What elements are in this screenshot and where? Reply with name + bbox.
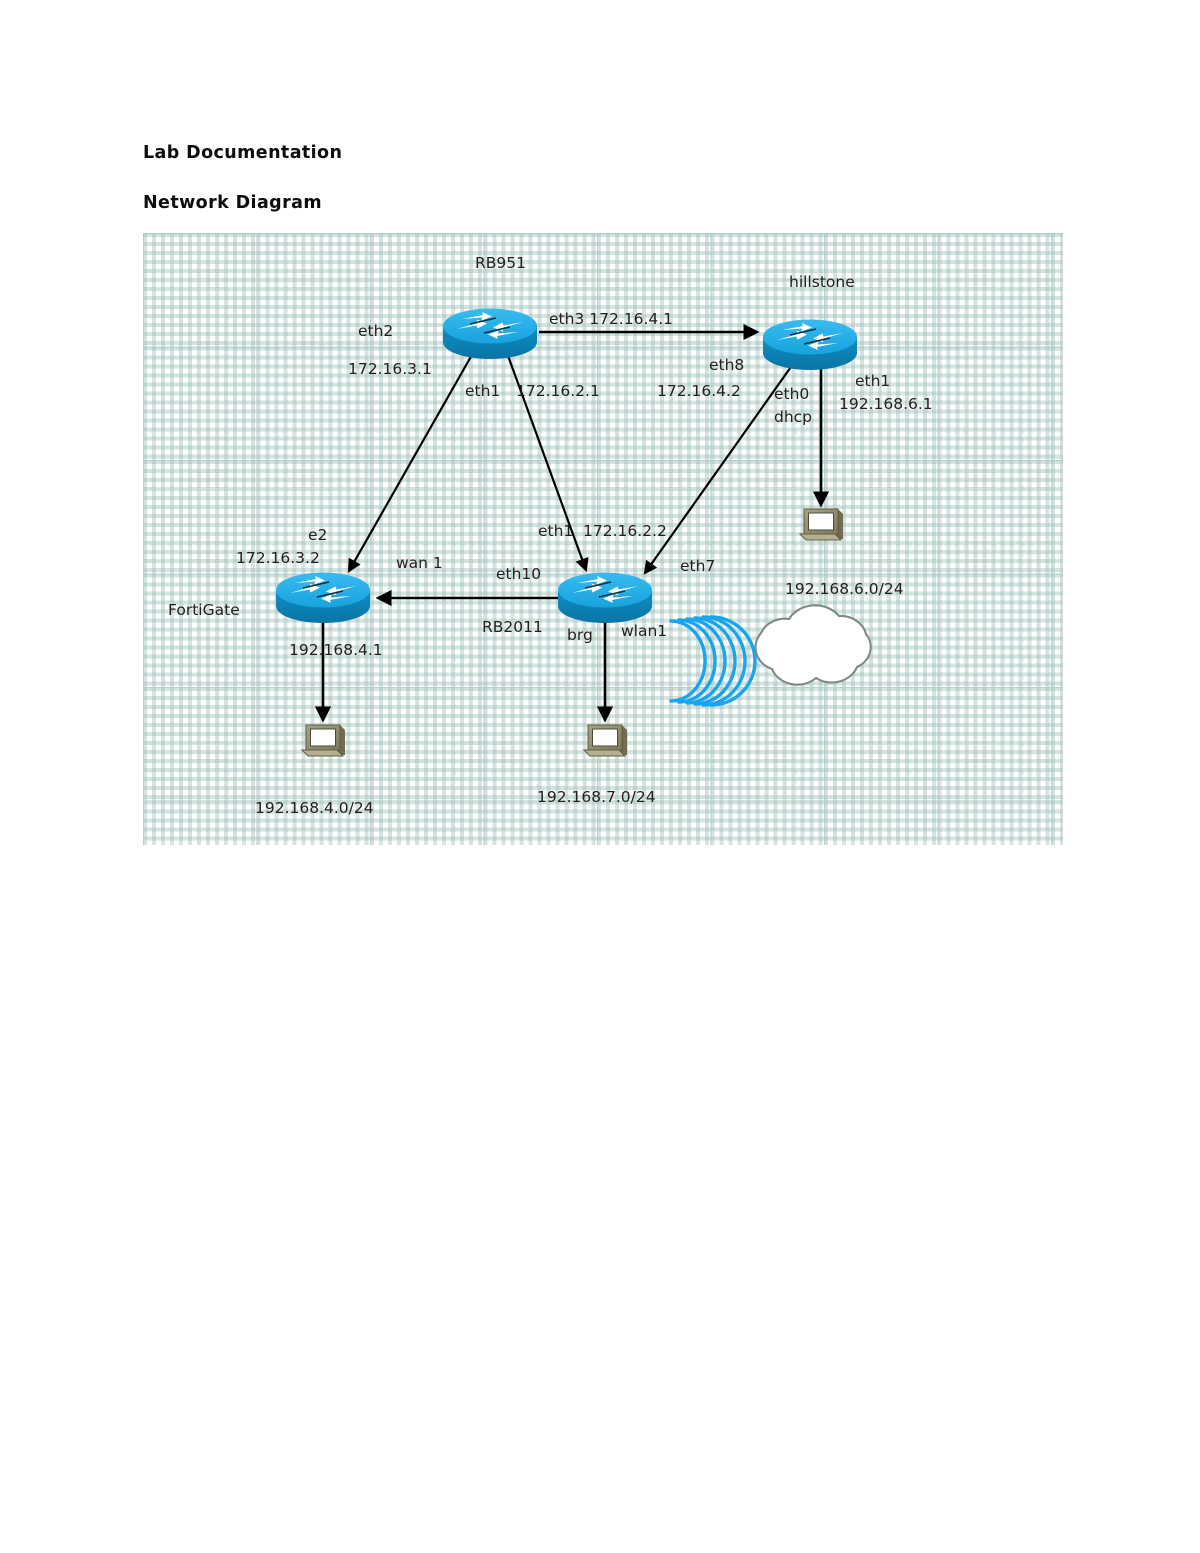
label-rb951-eth2-ip: 172.16.3.1 [348, 360, 432, 378]
label-fortigate-e2-ip: 172.16.3.2 [236, 549, 320, 567]
label-rb2011-brg: brg [567, 626, 593, 644]
network-diagram-canvas: RB951 hillstone eth2 172.16.3.1 eth3 172… [143, 233, 1063, 845]
label-rb2011-name: RB2011 [482, 618, 543, 636]
internet-cloud-icon [754, 604, 872, 686]
page-title: Lab Documentation [143, 143, 343, 163]
device-pc-192-168-4[interactable] [301, 724, 346, 757]
link-rb951-fortigate [347, 352, 474, 573]
label-rb2011-eth1-ip: 172.16.2.2 [583, 522, 667, 540]
label-rb2011-eth10: eth10 [496, 565, 542, 583]
link-hillstone-rb2011 [643, 363, 794, 575]
label-hillstone-eth0-dhcp: dhcp [774, 408, 813, 426]
device-router-rb2011[interactable] [557, 571, 653, 624]
label-rb951-eth1: eth1 [465, 382, 501, 400]
wifi-waves-icon [669, 615, 757, 707]
device-router-hillstone[interactable] [762, 318, 858, 371]
label-fortigate-lan-ip: 192.168.4.1 [289, 641, 383, 659]
label-subnet-192-168-7: 192.168.7.0/24 [537, 788, 656, 806]
label-fortigate-name: FortiGate [168, 601, 240, 619]
device-router-fortigate[interactable] [275, 571, 371, 624]
link-rb951-rb2011 [505, 352, 589, 573]
label-fortigate-wan1: wan 1 [396, 554, 443, 572]
label-rb2011-eth7: eth7 [680, 557, 716, 575]
label-subnet-192-168-4: 192.168.4.0/24 [255, 799, 374, 817]
label-rb951-name: RB951 [475, 254, 526, 272]
label-hillstone-name: hillstone [789, 273, 855, 291]
label-rb2011-eth1: eth1 [538, 522, 574, 540]
section-heading-network-diagram: Network Diagram [143, 193, 322, 213]
label-subnet-192-168-6: 192.168.6.0/24 [785, 580, 904, 598]
label-rb951-eth1-ip: 172.16.2.1 [516, 382, 600, 400]
label-hillstone-eth8: eth8 [709, 356, 745, 374]
label-rb2011-wlan1: wlan1 [621, 622, 668, 640]
label-fortigate-e2: e2 [308, 526, 328, 544]
device-router-rb951[interactable] [442, 307, 538, 360]
label-hillstone-eth1: eth1 [855, 372, 891, 390]
label-hillstone-eth1-ip: 192.168.6.1 [839, 395, 933, 413]
device-pc-192-168-6[interactable] [799, 508, 844, 541]
label-rb951-eth2: eth2 [358, 322, 394, 340]
device-pc-192-168-7[interactable] [583, 724, 628, 757]
network-graph [275, 307, 872, 757]
label-hillstone-eth8-ip: 172.16.4.2 [657, 382, 741, 400]
label-hillstone-eth0: eth0 [774, 385, 810, 403]
label-rb951-eth3: eth3 172.16.4.1 [549, 310, 674, 328]
